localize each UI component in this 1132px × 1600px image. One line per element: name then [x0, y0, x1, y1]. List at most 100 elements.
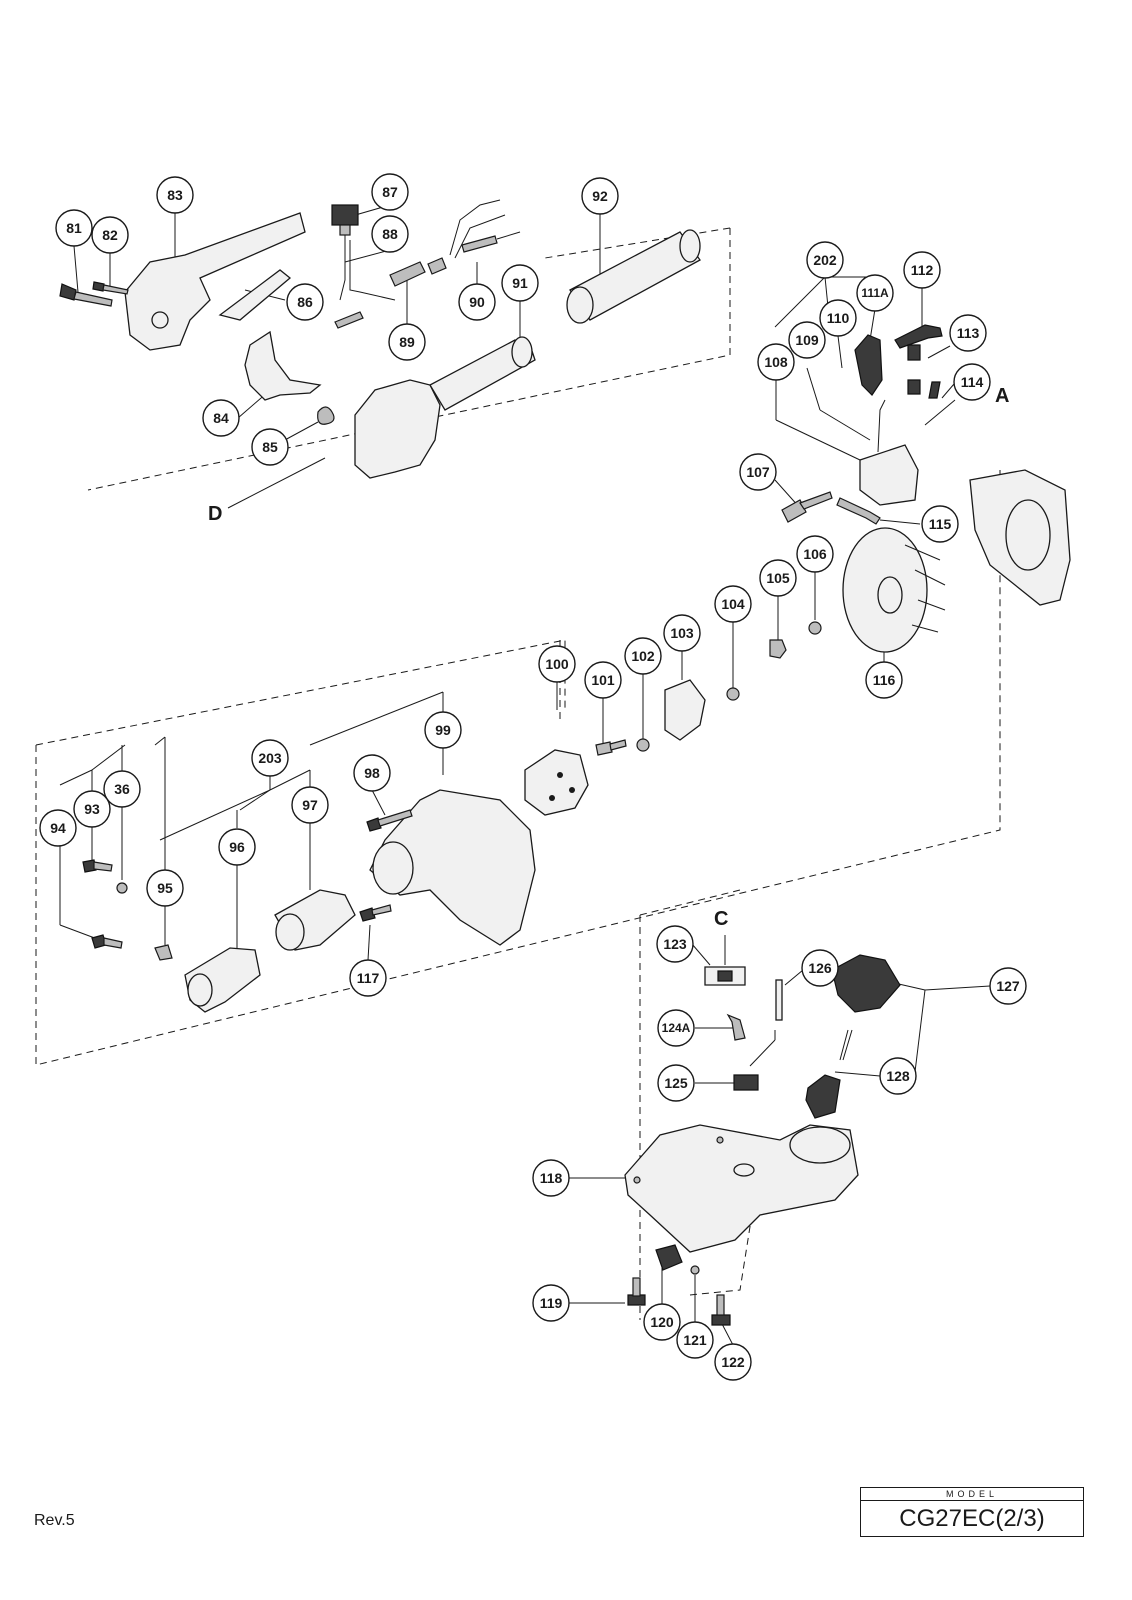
svg-text:97: 97 [302, 797, 318, 813]
callout-94: 94 [39, 809, 77, 847]
callout-96: 96 [218, 828, 256, 866]
callout-84: 84 [202, 399, 240, 437]
svg-text:101: 101 [591, 672, 615, 688]
svg-text:111A: 111A [861, 286, 889, 300]
svg-text:103: 103 [670, 625, 694, 641]
svg-text:113: 113 [957, 325, 980, 341]
svg-text:94: 94 [50, 820, 66, 836]
svg-text:84: 84 [213, 410, 229, 426]
svg-text:116: 116 [873, 672, 896, 688]
part-cap-strap [805, 1074, 841, 1119]
revision-label: Rev.5 [34, 1512, 75, 1529]
part-tank-cap [831, 954, 901, 1013]
part-grip-housing [354, 379, 441, 479]
callout-128: 128 [879, 1057, 917, 1095]
callout-100: 100 [538, 645, 576, 683]
part-spring-113 [907, 344, 921, 361]
callout-122: 122 [714, 1343, 752, 1381]
svg-text:85: 85 [262, 439, 278, 455]
callout-124a: 124A [657, 1009, 695, 1047]
svg-text:126: 126 [808, 960, 832, 976]
model-name: CG27EC(2/3) [899, 1505, 1045, 1532]
svg-text:81: 81 [66, 220, 82, 236]
callout-125: 125 [657, 1064, 695, 1102]
callout-85: 85 [251, 428, 289, 466]
callouts: 81 82 83 84 85 86 87 88 89 90 91 92 202 … [39, 173, 1027, 1381]
part-screw-82 [92, 281, 105, 292]
callout-109: 109 [788, 321, 826, 359]
callout-105: 105 [759, 559, 797, 597]
part-clutch-drum [524, 749, 589, 816]
callout-99: 99 [424, 711, 462, 749]
callout-98: 98 [353, 754, 391, 792]
callout-123: 123 [656, 925, 694, 963]
callout-118: 118 [532, 1159, 570, 1197]
svg-text:114: 114 [961, 374, 984, 390]
svg-text:102: 102 [631, 648, 655, 664]
part-screw-81 [59, 283, 77, 301]
part-clutch-housing [369, 789, 536, 946]
svg-text:119: 119 [540, 1295, 563, 1311]
svg-text:100: 100 [545, 656, 569, 672]
callout-202: 202 [806, 241, 844, 279]
callout-88: 88 [371, 215, 409, 253]
part-bolt-117 [359, 907, 376, 922]
model-label: MODEL [861, 1488, 1083, 1501]
callout-115: 115 [921, 505, 959, 543]
callout-103: 103 [663, 614, 701, 652]
svg-text:109: 109 [795, 332, 819, 348]
callout-110: 110 [819, 299, 857, 337]
svg-text:124A: 124A [662, 1021, 691, 1035]
svg-text:86: 86 [297, 294, 313, 310]
callout-114: 114 [953, 363, 991, 401]
part-wire-112 [894, 324, 943, 349]
svg-text:122: 122 [721, 1354, 745, 1370]
part-grommet-125 [733, 1074, 759, 1091]
section-letters: A C D [208, 385, 1009, 930]
svg-text:106: 106 [803, 546, 827, 562]
callout-112: 112 [903, 251, 941, 289]
callout-117: 117 [349, 959, 387, 997]
svg-text:118: 118 [540, 1170, 563, 1186]
callout-87: 87 [371, 173, 409, 211]
part-terminal-114 [928, 381, 941, 399]
part-screw-93 [82, 859, 97, 873]
part-bolt-98 [366, 817, 382, 832]
callout-111a: 111A [856, 274, 894, 312]
svg-text:202: 202 [813, 252, 837, 268]
callout-101: 101 [584, 661, 622, 699]
part-spring-89 [389, 261, 426, 287]
callout-108: 108 [757, 343, 795, 381]
part-bolt-122 [711, 1314, 731, 1326]
part-washer-121 [690, 1265, 700, 1275]
part-switch [331, 204, 359, 226]
svg-text:95: 95 [157, 880, 173, 896]
part-lever [218, 269, 292, 321]
section-letter-c: C [714, 908, 728, 930]
section-letter-d: D [208, 503, 222, 525]
callout-121: 121 [676, 1321, 714, 1359]
svg-text:87: 87 [382, 184, 398, 200]
callout-81: 81 [55, 209, 93, 247]
part-drawings [59, 199, 1071, 1326]
part-bolt-107 [781, 499, 807, 523]
callout-91: 91 [501, 264, 539, 302]
part-bolt-101 [595, 741, 613, 756]
callout-95: 95 [146, 869, 184, 907]
callout-127: 127 [989, 967, 1027, 1005]
part-washer-106 [808, 621, 822, 635]
part-cable-end [461, 235, 498, 253]
svg-text:125: 125 [664, 1075, 688, 1091]
svg-text:98: 98 [364, 765, 380, 781]
svg-text:123: 123 [663, 936, 687, 952]
callout-104: 104 [714, 585, 752, 623]
callout-106: 106 [796, 535, 834, 573]
svg-text:93: 93 [84, 801, 100, 817]
callout-203: 203 [251, 739, 289, 777]
callout-90: 90 [458, 283, 496, 321]
callout-36: 36 [103, 770, 141, 808]
part-washer-104 [726, 687, 740, 701]
part-washer-36 [116, 882, 128, 894]
callout-116: 116 [865, 661, 903, 699]
callout-102: 102 [624, 637, 662, 675]
